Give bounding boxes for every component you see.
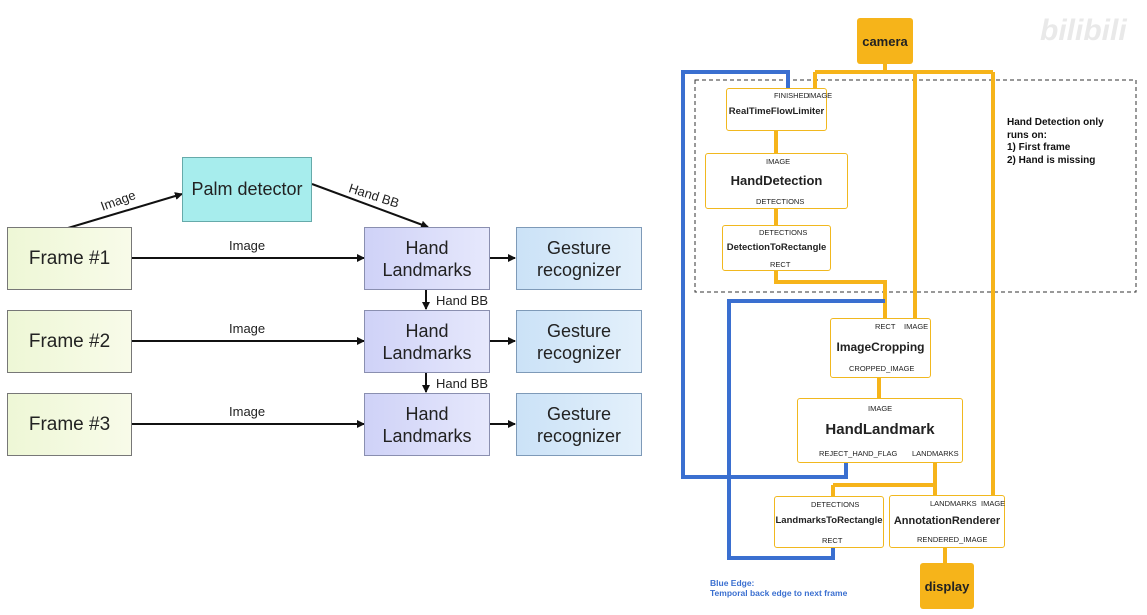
port-image: IMAGE: [766, 157, 791, 166]
camera-node: camera: [857, 18, 913, 64]
display-label: display: [924, 578, 970, 594]
arrow-frame-to-palm: [67, 192, 183, 229]
realtime-flow-limiter-node: FINISHED IMAGE RealTimeFlowLimiter: [726, 88, 832, 131]
note-line-1: Hand Detection only: [1007, 117, 1104, 128]
legend-title: Blue Edge:: [710, 578, 755, 588]
gesture-line2: recognizer: [536, 342, 622, 363]
edge-det2rect-cropping: [774, 271, 887, 318]
node-title: HandLandmark: [825, 421, 935, 438]
bilibili-watermark: bilibili: [1040, 14, 1127, 47]
port-image: IMAGE: [808, 91, 833, 100]
port-reject-hand-flag: REJECT_HAND_FLAG: [819, 449, 898, 458]
display-node: display: [920, 563, 974, 609]
node-title: AnnotationRenderer: [893, 515, 1001, 527]
camera-label: camera: [862, 33, 908, 49]
gesture-line2: recognizer: [536, 259, 622, 280]
hand-landmarks-box-2: Hand Landmarks: [364, 310, 490, 373]
hand-landmarks-line1: Hand: [405, 320, 449, 341]
hand-landmarks-line2: Landmarks: [382, 342, 472, 363]
port-rendered-image: RENDERED_IMAGE: [917, 535, 988, 544]
gesture-line1: Gesture: [546, 403, 612, 424]
hand-bb-label-1: Hand BB: [436, 293, 489, 308]
gesture-recognizer-box-2: Gesture recognizer: [516, 310, 642, 373]
port-cropped-image: CROPPED_IMAGE: [849, 364, 915, 373]
node-title: HandDetection: [730, 173, 823, 188]
palm-detector-box: Palm detector: [182, 157, 312, 222]
port-finished: FINISHED: [774, 91, 810, 100]
hand-detection-note: Hand Detection only runs on: 1) First fr…: [1007, 117, 1104, 167]
gesture-recognizer-box-1: Gesture recognizer: [516, 227, 642, 290]
frame-3-label: Frame #3: [28, 413, 111, 435]
gesture-line1: Gesture: [546, 320, 612, 341]
blue-edge-rect-loop: [727, 299, 885, 560]
landmarks-to-rectangle-node: DETECTIONS LandmarksToRectangle RECT: [774, 496, 884, 548]
port-image: IMAGE: [868, 404, 893, 413]
note-line-3: 1) First frame: [1007, 142, 1071, 153]
blue-edge-finished-loop: [681, 70, 848, 479]
node-title: DetectionToRectangle: [726, 242, 827, 253]
port-image: IMAGE: [981, 499, 1006, 508]
hand-landmarks-line1: Hand: [405, 237, 449, 258]
edge-landmark-to-lower: [831, 463, 937, 496]
port-rect: RECT: [822, 536, 843, 545]
node-title: LandmarksToRectangle: [775, 515, 883, 526]
image-cropping-node: RECT IMAGE ImageCropping CROPPED_IMAGE: [830, 318, 931, 378]
hand-landmarks-line2: Landmarks: [382, 425, 472, 446]
annotation-renderer-node: LANDMARKS IMAGE AnnotationRenderer RENDE…: [889, 495, 1005, 548]
port-detections: DETECTIONS: [759, 228, 808, 237]
image-label-row-1: Image: [229, 238, 266, 253]
gesture-recognizer-box-3: Gesture recognizer: [516, 393, 642, 456]
port-rect: RECT: [875, 322, 896, 331]
port-detections: DETECTIONS: [811, 500, 860, 509]
frame-1-label: Frame #1: [28, 247, 111, 269]
port-image: IMAGE: [904, 322, 929, 331]
note-line-4: 2) Hand is missing: [1007, 154, 1096, 166]
hand-landmarks-box-3: Hand Landmarks: [364, 393, 490, 456]
frame-2-box: Frame #2: [7, 310, 132, 373]
gesture-line2: recognizer: [536, 425, 622, 446]
frame-3-box: Frame #3: [7, 393, 132, 456]
legend-text: Temporal back edge to next frame: [710, 588, 848, 598]
frame-1-box: Frame #1: [7, 227, 132, 290]
arrow-palm-to-hand: [311, 183, 429, 229]
hand-bb-label-2: Hand BB: [436, 376, 489, 391]
hand-detection-node: IMAGE HandDetection DETECTIONS: [705, 153, 848, 209]
edge-camera-split: [813, 64, 995, 495]
hand-landmarks-line2: Landmarks: [382, 259, 472, 280]
port-landmarks: LANDMARKS: [930, 499, 977, 508]
frame-2-label: Frame #2: [28, 330, 111, 352]
blue-edge-legend: Blue Edge: Temporal back edge to next fr…: [710, 578, 847, 598]
port-detections: DETECTIONS: [756, 197, 805, 206]
port-landmarks: LANDMARKS: [912, 449, 959, 458]
gesture-line1: Gesture: [546, 237, 612, 258]
node-title: ImageCropping: [836, 340, 925, 354]
hand-landmarks-line1: Hand: [405, 403, 449, 424]
port-rect: RECT: [770, 260, 791, 269]
image-label-row-3: Image: [229, 404, 266, 419]
note-line-2: runs on:: [1007, 129, 1047, 141]
palm-detector-label: Palm detector: [191, 179, 303, 199]
hand-landmark-node: IMAGE HandLandmark REJECT_HAND_FLAG LAND…: [797, 398, 963, 463]
hand-landmarks-box-1: Hand Landmarks: [364, 227, 490, 290]
node-title: RealTimeFlowLimiter: [728, 106, 825, 117]
detection-to-rectangle-node: DETECTIONS DetectionToRectangle RECT: [722, 225, 831, 271]
image-label-row-2: Image: [229, 321, 266, 336]
